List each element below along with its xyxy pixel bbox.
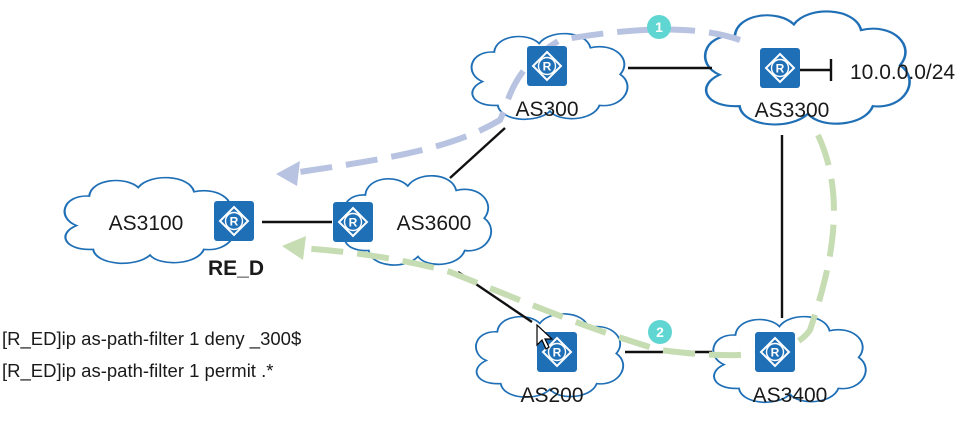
label-as3300: AS3300 bbox=[755, 99, 830, 122]
mouse-cursor-icon bbox=[536, 323, 554, 350]
path-1-arrowhead bbox=[276, 161, 300, 186]
router-icon-as3300 bbox=[759, 47, 801, 89]
router-icon-re-d bbox=[213, 200, 255, 242]
path-1-badge: 1 bbox=[647, 15, 671, 39]
label-as3600: AS3600 bbox=[397, 212, 472, 235]
label-as3400: AS3400 bbox=[753, 384, 828, 407]
path-2-badge: 2 bbox=[648, 320, 672, 344]
path-2-route bbox=[295, 133, 837, 359]
label-as3100: AS3100 bbox=[109, 212, 184, 235]
path-2-arrowhead bbox=[282, 236, 306, 260]
router-icon-as3400 bbox=[754, 331, 796, 373]
svg-text:2: 2 bbox=[656, 324, 664, 340]
svg-text:1: 1 bbox=[655, 19, 663, 35]
router-icon-as3600 bbox=[332, 201, 374, 243]
link-as300-as3600 bbox=[449, 127, 506, 179]
label-as200: AS200 bbox=[520, 384, 583, 407]
router-icon-as300 bbox=[526, 45, 568, 87]
config-line-2: [R_ED]ip as-path-filter 1 permit .* bbox=[2, 360, 273, 382]
network-prefix-label: 10.0.0.0/24 bbox=[850, 61, 955, 84]
label-as300: AS300 bbox=[515, 98, 578, 121]
config-line-1: [R_ED]ip as-path-filter 1 deny _300$ bbox=[2, 328, 301, 350]
label-router-re-d: RE_D bbox=[208, 257, 264, 280]
